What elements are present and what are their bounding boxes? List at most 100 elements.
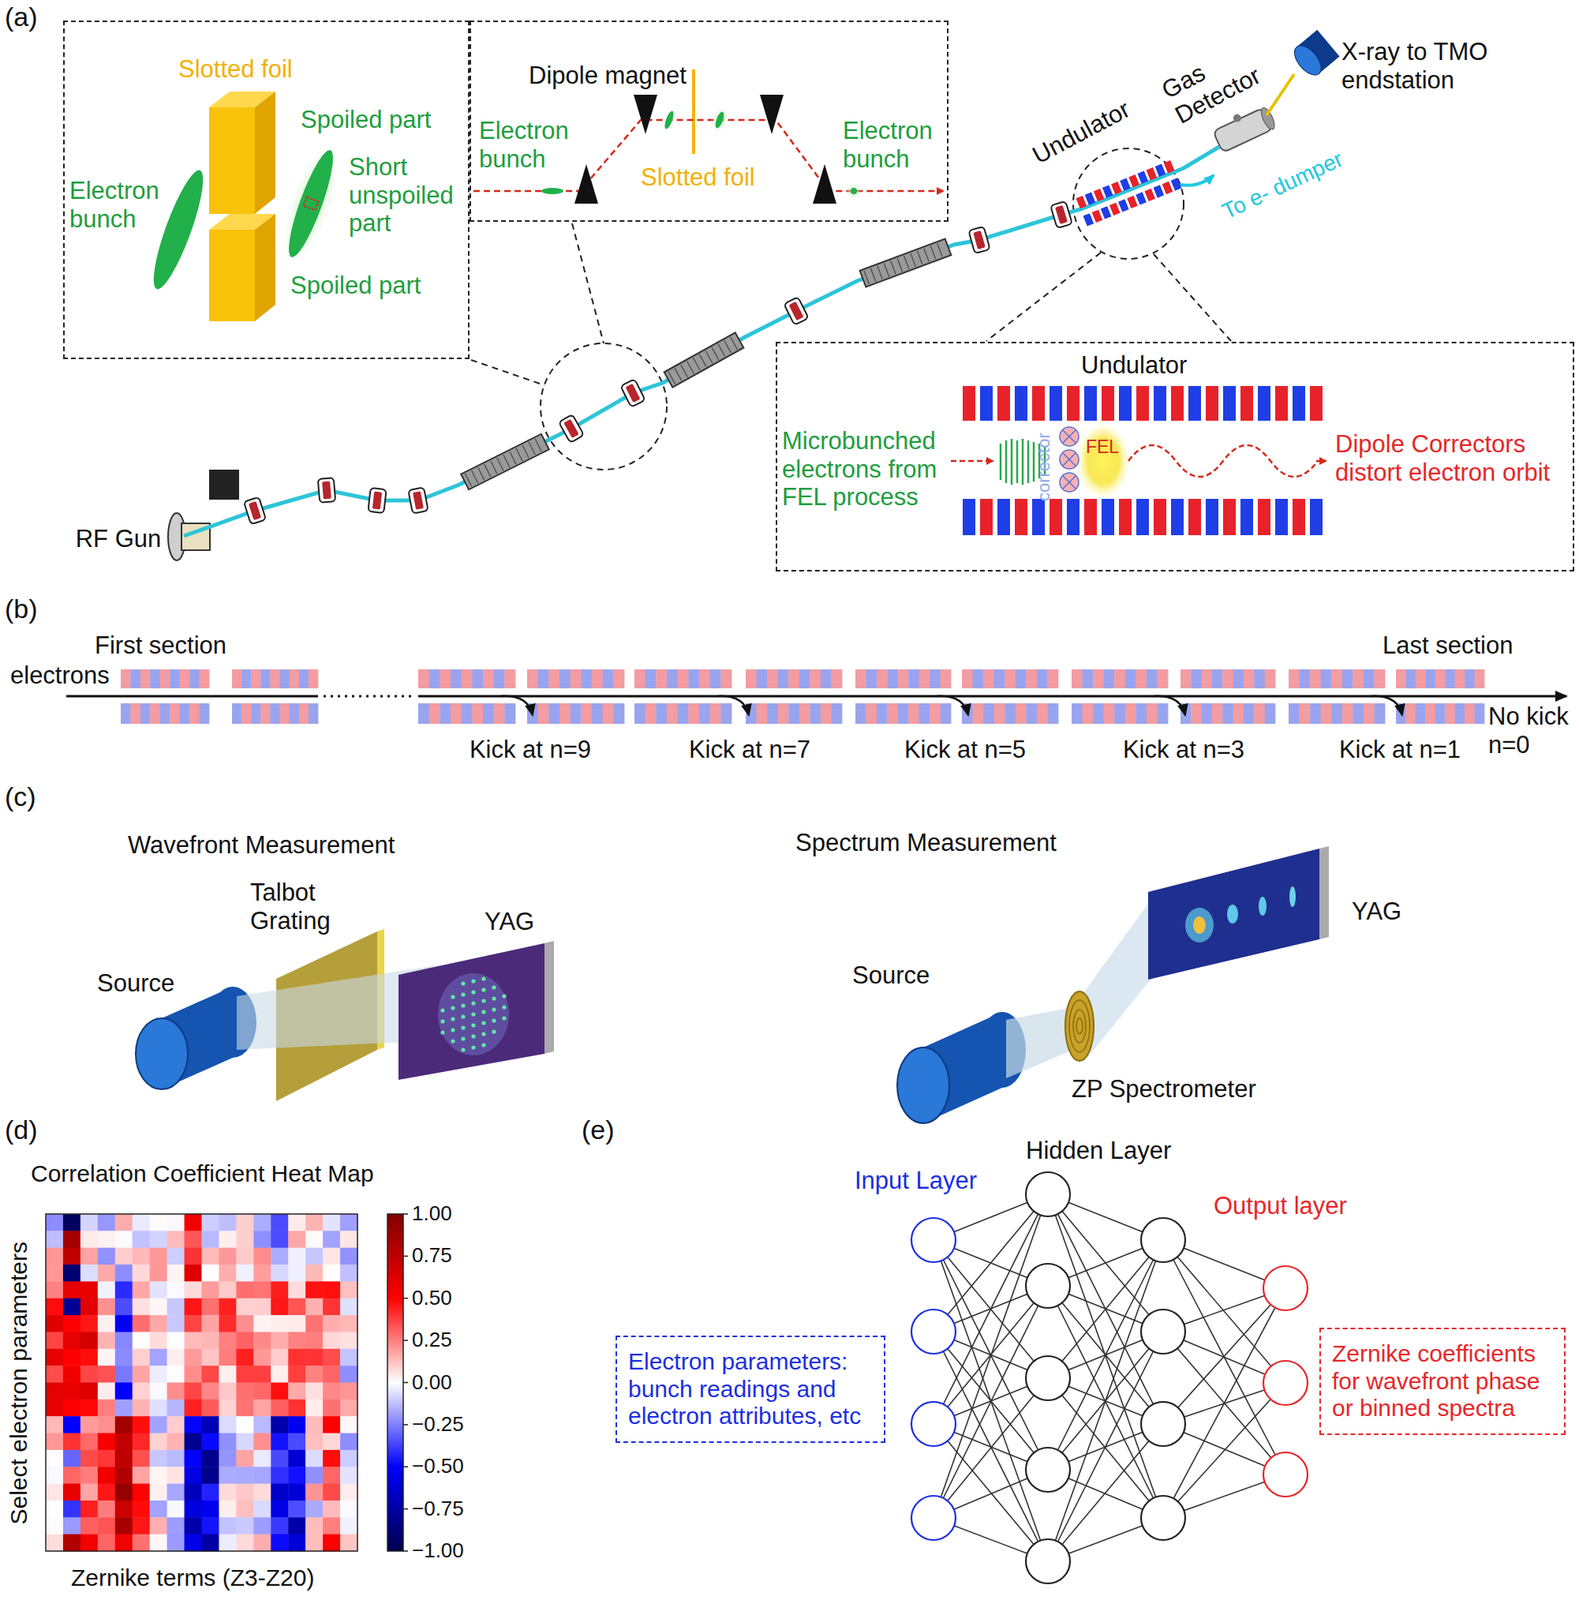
heatmap-cell: [97, 1534, 116, 1552]
magnet: [558, 414, 584, 443]
talbot-spot: [471, 1011, 476, 1016]
colorbar: [387, 1213, 404, 1551]
undulator-stripe: [461, 703, 473, 724]
heatmap-cell: [184, 1382, 203, 1400]
heatmap-cell: [270, 1534, 289, 1552]
heatmap-cell: [97, 1365, 116, 1383]
tick-label: 0.50: [411, 1286, 453, 1310]
beamline-parts: [168, 29, 1340, 561]
panel-letter: (c): [4, 781, 37, 812]
electron-path: [950, 460, 993, 463]
magnet: [318, 477, 336, 503]
talbot-spot: [471, 1022, 476, 1027]
undulator-stripe: [269, 703, 281, 724]
tick-mark: [403, 1423, 408, 1426]
magnet: [783, 296, 809, 326]
undulator-stripe: [855, 669, 867, 689]
undulator-stripe: [1299, 669, 1311, 689]
heatmap-cell: [288, 1483, 306, 1501]
heatmap-cell: [132, 1483, 150, 1501]
undulator-magnet: [1135, 191, 1147, 205]
cavity-cell: [699, 354, 707, 367]
undulator-stripe: [799, 669, 811, 689]
heatmap-cell: [235, 1264, 254, 1282]
heatmap-cell: [63, 1298, 81, 1316]
zone-plate: [1073, 1009, 1086, 1043]
heatmap-cell: [184, 1298, 203, 1316]
label: Select electron parameters: [5, 1241, 34, 1525]
undulator-stripe: [439, 669, 451, 689]
label: Wavefront Measurement: [127, 830, 395, 860]
heatmap-cell: [184, 1264, 203, 1282]
heatmap-cell: [253, 1382, 271, 1400]
magnet: [625, 383, 641, 403]
cavity-cell: [877, 265, 883, 280]
undulator-stripe: [1253, 669, 1265, 689]
heatmap-cell: [45, 1365, 64, 1383]
undulator-stripe: [1071, 669, 1083, 689]
undulator-stripe: [778, 703, 790, 724]
heatmap-cell: [340, 1483, 358, 1501]
undulator-stripe: [745, 703, 757, 724]
heatmap-cell: [149, 1483, 168, 1501]
tick-label: 1.00: [411, 1201, 453, 1226]
undulator-stripe: [1212, 703, 1224, 724]
heatmap-cell: [97, 1247, 116, 1265]
heatmap-cell: [97, 1399, 116, 1417]
undulator-detail: [950, 422, 1326, 499]
heatmap-cell: [97, 1213, 116, 1232]
heatmap-cell: [149, 1399, 168, 1417]
network-link: [1163, 1382, 1286, 1518]
neuron: [911, 1309, 956, 1354]
undulator-magnet: [962, 385, 976, 421]
undulator-stripe: [1015, 669, 1027, 689]
heatmap-cell: [270, 1230, 289, 1248]
magnet: [972, 230, 986, 250]
undulator-stripe: [591, 703, 603, 724]
label: Talbot Grating: [250, 878, 345, 935]
heatmap-cell: [115, 1449, 133, 1467]
heatmap-cell: [97, 1230, 116, 1248]
heatmap-cell: [218, 1247, 236, 1265]
undulator-stripe: [886, 669, 899, 689]
talbot-spot: [460, 991, 465, 996]
heatmap-cell: [63, 1247, 81, 1265]
undulator-stripe: [1243, 669, 1255, 689]
tick-label: −0.25: [411, 1412, 464, 1437]
undulator-stripe: [1435, 669, 1446, 689]
undulator-magnet: [1085, 191, 1097, 205]
heatmap-cell: [45, 1280, 64, 1299]
heatmap-cell: [149, 1314, 168, 1333]
heatmap-cell: [63, 1365, 81, 1383]
label: Zernike terms (Z3-Z20): [71, 1564, 315, 1592]
heatmap-cell: [340, 1516, 358, 1535]
label: Source: [852, 961, 930, 990]
heatmap-cell: [97, 1264, 116, 1282]
heatmap-cell: [167, 1314, 185, 1333]
undulator-magnet: [1137, 171, 1149, 184]
heatmap-cell: [63, 1534, 81, 1552]
undulator-magnet: [1171, 498, 1184, 536]
cavity-cell: [687, 361, 695, 375]
tick-label: −0.50: [411, 1454, 464, 1478]
heatmap-cell: [218, 1298, 236, 1316]
part-label: Slotted foil: [178, 55, 293, 84]
heatmap-cell: [167, 1230, 185, 1248]
undulator-stripe: [1331, 703, 1343, 724]
undulator-stripe: [876, 703, 888, 724]
laser-box: [209, 469, 240, 500]
heatmap-cell: [97, 1516, 116, 1535]
heatmap-cell: [115, 1483, 133, 1501]
undulator-stripe: [1264, 703, 1276, 724]
accelerator-section: [664, 332, 745, 387]
undulator-stripe: [1201, 669, 1213, 689]
kick-arrow: [936, 695, 969, 715]
undulator-stripe: [898, 669, 910, 689]
heatmap-cell: [184, 1213, 203, 1232]
cavity-cell: [916, 250, 922, 265]
undulator-stripe: [559, 703, 571, 724]
heatmap-cell: [132, 1516, 150, 1535]
heatmap-cell: [305, 1415, 323, 1434]
heatmap-cell: [115, 1399, 133, 1417]
tick-label: 0.75: [411, 1243, 453, 1268]
